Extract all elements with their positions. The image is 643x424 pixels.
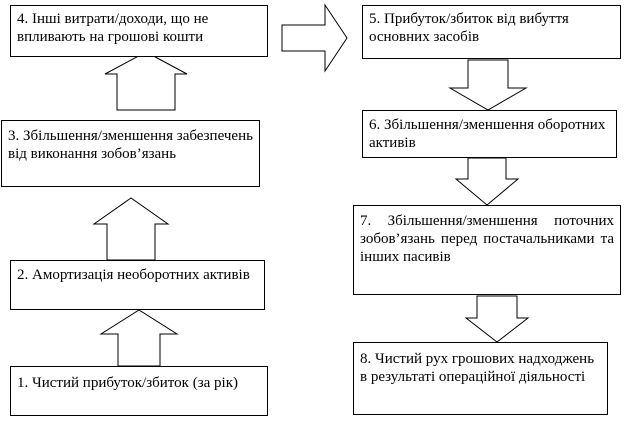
- arrow-down-6-7: [454, 157, 520, 206]
- box-1-net-profit: 1. Чистий прибуток/збиток (за рік): [10, 366, 268, 416]
- box-2-amortization: 2. Амортизація необоротних активів: [10, 260, 265, 310]
- box-7-current-liabilities: 7. Збільшення/зменшення поточних зобов’я…: [353, 205, 621, 295]
- arrow-up-1-2: [99, 309, 179, 367]
- box-5-disposal-gain-loss: 5. Прибуток/збиток від вибуття основних …: [362, 5, 621, 59]
- arrow-down-5-6: [448, 59, 528, 111]
- arrow-down-7-8: [464, 295, 530, 343]
- arrow-right-4-5: [281, 3, 348, 73]
- box-8-net-operating-cashflow: 8. Чистий рух грошових надходжень в резу…: [353, 342, 608, 415]
- arrow-up-3-4: [104, 51, 188, 111]
- box-6-current-assets: 6. Збільшення/зменшення оборотних активі…: [362, 110, 617, 158]
- box-4-other-noncash: 4. Інші витрати/доходи, що не впливають …: [10, 5, 268, 57]
- box-3-provisions: 3. Збільшення/зменшення забезпечень від …: [1, 120, 260, 187]
- arrow-up-2-3: [92, 197, 170, 261]
